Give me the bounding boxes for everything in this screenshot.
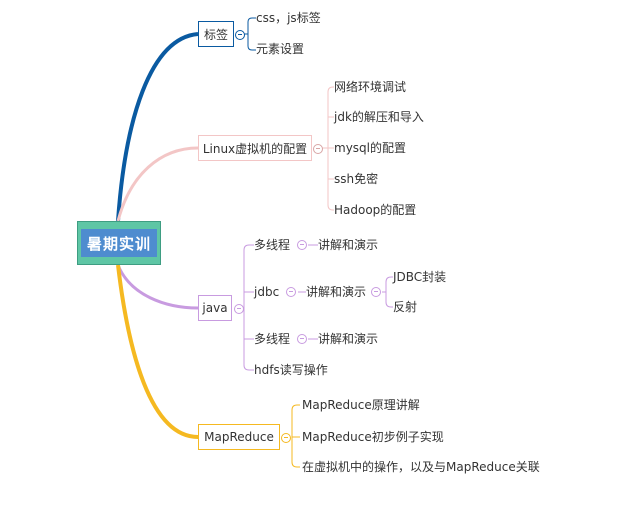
collapse-toggle-icon[interactable]	[281, 433, 291, 443]
connector-mapreduce-children	[291, 404, 300, 468]
connector-tags	[116, 32, 199, 222]
node-java[interactable]: java	[198, 295, 232, 321]
node-jdbc-child[interactable]: JDBC封装	[393, 270, 447, 284]
collapse-toggle-icon[interactable]	[286, 287, 296, 297]
node-java-subchild[interactable]: 讲解和演示	[318, 238, 379, 252]
node-java-subchild[interactable]: 讲解和演示	[306, 285, 367, 299]
node-java-child[interactable]: hdfs读写操作	[254, 363, 328, 377]
node-java-subchild[interactable]: 讲解和演示	[318, 332, 379, 346]
connector-linux-children	[322, 86, 334, 211]
node-tags-label: 标签	[203, 27, 228, 42]
node-mapreduce-child[interactable]: 在虚拟机中的操作，以及与MapReduce关联	[302, 460, 540, 474]
collapse-toggle-icon[interactable]	[313, 144, 323, 154]
collapse-toggle-icon[interactable]	[371, 287, 381, 297]
connector-java-children	[243, 244, 254, 371]
node-tags[interactable]: 标签	[198, 21, 234, 47]
connector-java	[116, 264, 199, 310]
node-linux-child[interactable]: 网络环境调试	[334, 80, 407, 94]
collapse-toggle-icon[interactable]	[235, 30, 245, 40]
connector-tags-children	[242, 17, 256, 51]
node-mapreduce-child[interactable]: MapReduce初步例子实现	[302, 430, 444, 444]
root-node[interactable]: 暑期实训	[77, 221, 161, 265]
node-mapreduce[interactable]: MapReduce	[198, 424, 280, 450]
node-mapreduce-label: MapReduce	[204, 430, 274, 444]
collapse-toggle-icon[interactable]	[297, 334, 307, 344]
node-jdbc-child[interactable]: 反射	[393, 300, 418, 314]
node-linux-child[interactable]: Hadoop的配置	[334, 203, 417, 217]
connector-jdbc-children	[382, 276, 393, 308]
connector-mapreduce	[116, 264, 199, 439]
node-java-label: java	[202, 301, 228, 315]
node-linux[interactable]: Linux虚拟机的配置	[198, 135, 312, 161]
node-linux-child[interactable]: mysql的配置	[334, 141, 406, 155]
connector-linux	[116, 146, 199, 222]
node-tags-child[interactable]: 元素设置	[256, 42, 305, 56]
node-linux-child[interactable]: jdk的解压和导入	[334, 110, 424, 124]
root-node-inner: 暑期实训	[81, 229, 157, 257]
node-mapreduce-child[interactable]: MapReduce原理讲解	[302, 398, 420, 412]
node-tags-child[interactable]: css，js标签	[256, 11, 321, 25]
node-linux-label: Linux虚拟机的配置	[202, 141, 308, 156]
collapse-toggle-icon[interactable]	[297, 240, 307, 250]
node-java-child[interactable]: jdbc	[254, 285, 280, 299]
node-java-child[interactable]: 多线程	[254, 332, 291, 346]
root-label: 暑期实训	[86, 234, 151, 253]
collapse-toggle-icon[interactable]	[234, 304, 244, 314]
node-linux-child[interactable]: ssh免密	[334, 172, 379, 186]
node-java-child[interactable]: 多线程	[254, 238, 291, 252]
